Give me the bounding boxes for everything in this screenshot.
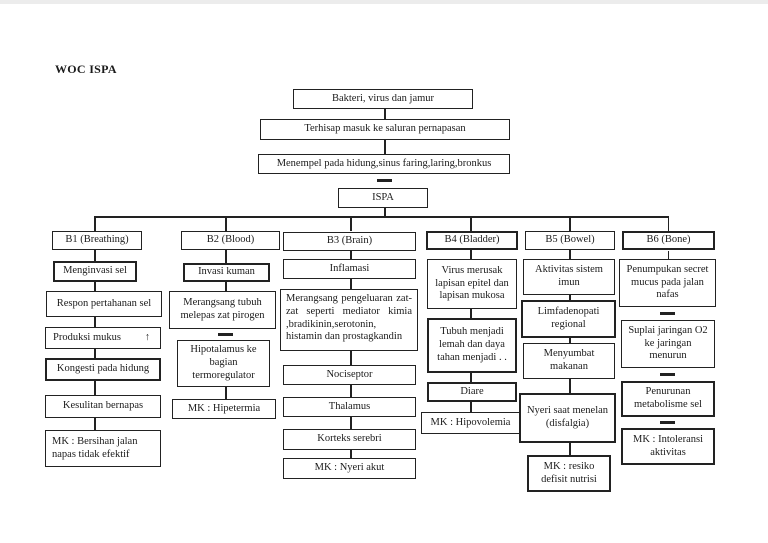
connector bbox=[667, 216, 670, 231]
connector bbox=[667, 251, 670, 259]
connector bbox=[569, 443, 571, 455]
connector bbox=[384, 109, 386, 119]
node-virus-merusak-epitel: Virus merusak lapisan epitel dan lapisan… bbox=[427, 259, 517, 309]
branch-header-b5-bowel: B5 (Bowel) bbox=[525, 231, 615, 250]
node-bakteri-virus-jamur: Bakteri, virus dan jamur bbox=[293, 89, 473, 109]
connector bbox=[94, 381, 96, 395]
node-tubuh-menjadi-lemah: Tubuh menjadi lemah dan daya tahan menja… bbox=[427, 318, 517, 373]
connector bbox=[94, 349, 96, 358]
node-menginvasi-sel: Menginvasi sel bbox=[53, 261, 137, 282]
connector bbox=[350, 251, 352, 259]
node-nyeri-saat-menelan: Nyeri saat menelan (disfalgia) bbox=[519, 393, 616, 443]
connector bbox=[94, 418, 96, 430]
connector bbox=[569, 338, 571, 343]
node-kongesti-pada-hidung: Kongesti pada hidung bbox=[45, 358, 161, 381]
connector bbox=[350, 351, 352, 365]
arrow-up-icon: ↑ bbox=[144, 331, 150, 343]
node-penurunan-metabolisme-sel: Penurunan metabolisme sel bbox=[621, 381, 715, 417]
connector bbox=[350, 417, 352, 429]
node-korteks-serebri: Korteks serebri bbox=[283, 429, 416, 450]
connector bbox=[470, 402, 472, 412]
node-mk-resiko-defisit-nutrisi: MK : resiko defisit nutrisi bbox=[527, 455, 611, 492]
connector bbox=[384, 208, 386, 216]
node-menyumbat-makanan: Menyumbat makanan bbox=[523, 343, 615, 379]
connector bbox=[350, 216, 352, 231]
node-produksi-mukus-label: Produksi mukus bbox=[53, 331, 121, 343]
node-respon-pertahanan-sel: Respon pertahanan sel bbox=[46, 291, 162, 317]
connector-dash bbox=[377, 179, 392, 182]
connector-dash bbox=[660, 421, 675, 424]
connector bbox=[94, 216, 669, 218]
node-hipotalamus-termoregulator: Hipotalamus ke bagian termoregulator bbox=[177, 340, 270, 387]
node-terhisap-masuk: Terhisap masuk ke saluran pernapasan bbox=[260, 119, 510, 140]
connector bbox=[470, 373, 472, 382]
node-mk-intoleransi-aktivitas: MK : Intoleransi aktivitas bbox=[621, 428, 715, 465]
page-edge bbox=[0, 0, 768, 4]
connector bbox=[569, 216, 571, 231]
connector bbox=[569, 379, 571, 393]
connector-dash bbox=[660, 312, 675, 315]
node-thalamus: Thalamus bbox=[283, 397, 416, 417]
node-aktivitas-sistem-imun: Aktivitas sistem imun bbox=[523, 259, 615, 295]
node-menempel-pada-hidung: Menempel pada hidung,sinus faring,laring… bbox=[258, 154, 510, 174]
branch-header-b6-bone: B6 (Bone) bbox=[622, 231, 715, 250]
connector-dash bbox=[660, 373, 675, 376]
node-mk-hipetermia: MK : Hipetermia bbox=[172, 399, 276, 419]
node-merangsang-tubuh-pirogen: Merangsang tubuh melepas zat pirogen bbox=[169, 291, 276, 329]
node-nociseptor: Nociseptor bbox=[283, 365, 416, 385]
connector bbox=[350, 450, 352, 458]
connector bbox=[94, 216, 96, 231]
connector bbox=[384, 140, 386, 154]
node-produksi-mukus: Produksi mukus ↑ bbox=[45, 327, 161, 349]
connector bbox=[569, 250, 571, 259]
connector bbox=[470, 216, 472, 231]
node-mk-nyeri-akut: MK : Nyeri akut bbox=[283, 458, 416, 479]
connector bbox=[225, 216, 227, 231]
connector bbox=[225, 250, 227, 263]
branch-header-b2-blood: B2 (Blood) bbox=[181, 231, 280, 250]
connector bbox=[470, 250, 472, 259]
node-suplai-jaringan-o2: Suplai jaringan O2 ke jaringan menurun bbox=[621, 320, 715, 368]
node-diare: Diare bbox=[427, 382, 517, 402]
connector bbox=[94, 317, 96, 327]
connector bbox=[94, 250, 96, 262]
connector bbox=[350, 279, 352, 289]
node-penumpukan-secret-mucus: Penumpukan secret mucus pada jalan nafas bbox=[619, 259, 716, 307]
connector-dash bbox=[218, 333, 233, 336]
connector bbox=[470, 309, 472, 318]
node-mk-hipovolemia: MK : Hipovolemia bbox=[421, 412, 520, 434]
branch-header-b4-bladder: B4 (Bladder) bbox=[426, 231, 518, 250]
branch-header-b3-brain: B3 (Brain) bbox=[283, 232, 416, 251]
node-inflamasi: Inflamasi bbox=[283, 259, 416, 279]
node-merangsang-pengeluaran-zat: Merangsang pengeluaran zat-zat seperti m… bbox=[280, 289, 418, 351]
connector bbox=[569, 295, 571, 300]
connector bbox=[225, 387, 227, 399]
node-invasi-kuman: Invasi kuman bbox=[183, 263, 270, 282]
connector bbox=[94, 282, 96, 291]
node-limfadenopati-regional: Limfadenopati regional bbox=[521, 300, 616, 338]
node-mk-bersihan-jalan-napas: MK : Bersihan jalan napas tidak efektif bbox=[45, 430, 161, 467]
node-ispa: ISPA bbox=[338, 188, 428, 208]
node-kesulitan-bernapas: Kesulitan bernapas bbox=[45, 395, 161, 418]
connector bbox=[225, 282, 227, 291]
branch-header-b1-breathing: B1 (Breathing) bbox=[52, 231, 142, 250]
page-title: WOC ISPA bbox=[55, 62, 117, 76]
connector bbox=[350, 385, 352, 397]
